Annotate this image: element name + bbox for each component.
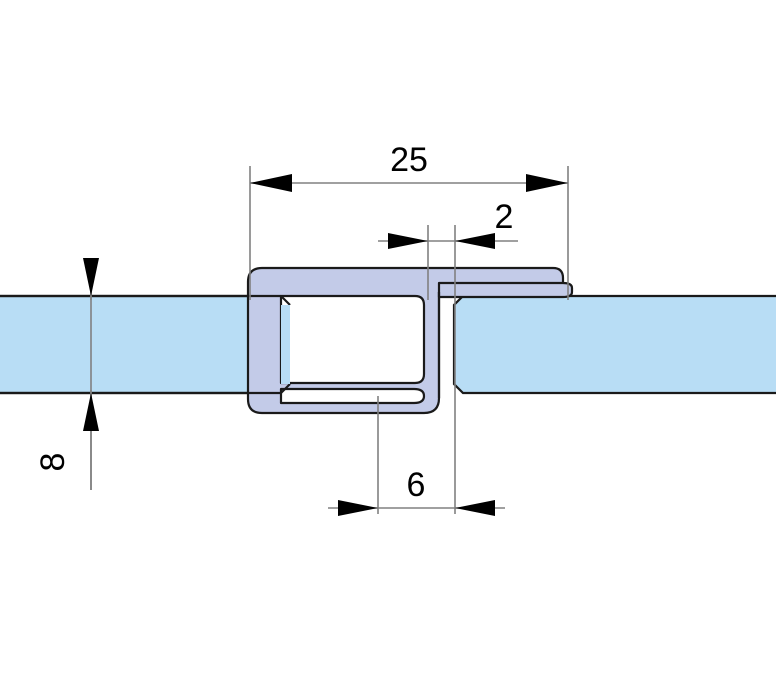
arrow-2-left	[388, 233, 428, 249]
arrow-25-right	[526, 174, 568, 192]
left-glass-in-channel	[281, 305, 290, 384]
arrow-25-left	[250, 174, 292, 192]
right-glass-pane	[452, 294, 776, 395]
profile-lower-slot	[279, 387, 426, 405]
dim-label-8: 8	[34, 453, 72, 472]
left-glass-inner-chamfer-bottom	[280, 383, 291, 394]
dimension-seal-gap: 2	[378, 198, 518, 249]
dim-label-6: 6	[407, 466, 426, 504]
profile-glass-channel-cutout	[279, 294, 426, 385]
seal-flap	[437, 281, 574, 299]
arrow-2-right	[455, 233, 495, 249]
glass-panes-group	[0, 294, 776, 395]
arrow-8-top	[83, 258, 99, 296]
dimension-glass-thickness: 8	[34, 258, 99, 490]
left-glass-inner-chamfer-top	[280, 295, 291, 306]
dimension-overall-width: 25	[250, 141, 568, 192]
arrow-6-left	[338, 500, 378, 516]
arrow-8-bottom	[83, 393, 99, 431]
joint-profile-group	[246, 266, 574, 415]
arrow-6-right	[455, 500, 495, 516]
dim-label-2: 2	[495, 198, 514, 236]
glass-edge-overlay	[0, 294, 291, 395]
dim-label-25: 25	[390, 141, 428, 179]
dimension-web-width: 6	[328, 466, 505, 516]
